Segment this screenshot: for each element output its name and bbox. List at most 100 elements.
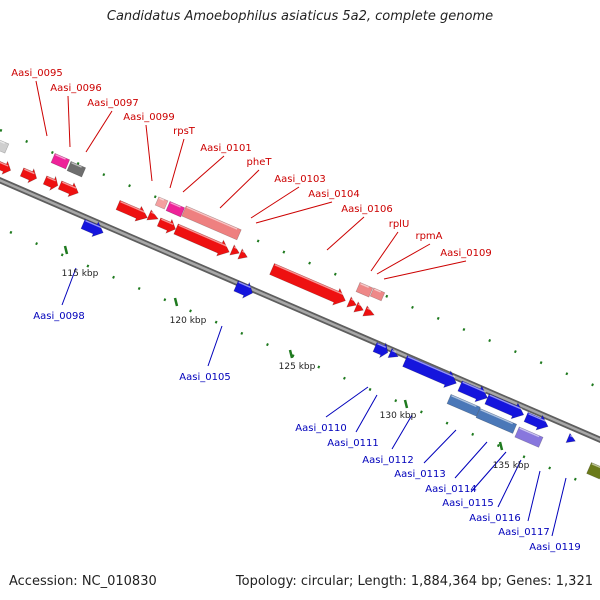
gene-label-reverse: Aasi_0113 (394, 469, 445, 480)
leader-line (61, 267, 77, 306)
leader-line (326, 216, 365, 251)
scale-tick (288, 349, 294, 359)
gene-arrow (457, 380, 488, 403)
scale-tick-label: 120 kbp (170, 316, 207, 326)
gene-label-forward: Aasi_0103 (274, 174, 325, 185)
gene-arrow (233, 280, 253, 299)
gene-arrow (355, 282, 374, 298)
leader-line (85, 110, 113, 153)
leader-line (470, 451, 507, 493)
guide-dots (9, 230, 600, 492)
gene-arrow (229, 244, 240, 256)
gene-arrow (346, 296, 357, 308)
leader-line (551, 477, 567, 537)
gene-label-reverse: Aasi_0116 (469, 513, 520, 524)
gene-arrow (146, 209, 159, 221)
gene-arrow (372, 341, 389, 359)
scale-tick (63, 245, 69, 255)
scale-tick (403, 399, 409, 409)
leader-line (182, 155, 225, 193)
gene-label-forward: rplU (389, 219, 410, 230)
gene-arrow (181, 205, 242, 241)
gene-label-forward: Aasi_0096 (50, 83, 101, 94)
scale-tick-label: 130 kbp (380, 411, 417, 421)
leader-line (207, 325, 223, 367)
gene-arrow (0, 138, 10, 154)
leader-line (391, 414, 413, 450)
gene-arrow (173, 223, 230, 257)
leader-line (169, 138, 185, 189)
gene-arrow (0, 159, 12, 175)
leader-line (454, 441, 488, 479)
gene-arrow (154, 196, 169, 210)
gene-features (0, 138, 600, 480)
gene-arrow (42, 175, 59, 191)
gene-arrow (57, 180, 79, 198)
scale-tick-label: 115 kbp (62, 269, 99, 279)
leader-line (219, 169, 260, 209)
gene-label-reverse: Aasi_0112 (362, 455, 413, 466)
leader-line (355, 394, 378, 433)
gene-label-forward: rpsT (173, 126, 196, 137)
gene-arrow (523, 412, 549, 431)
gene-label-forward: Aasi_0101 (200, 143, 251, 154)
gene-label-forward: rpmA (415, 231, 442, 242)
gene-arrow (237, 248, 248, 260)
leader-line (370, 231, 399, 272)
leader-line (497, 459, 522, 508)
genome-backbone (0, 177, 600, 443)
gene-arrow (19, 167, 38, 184)
gene-label-reverse: Aasi_0117 (498, 527, 549, 538)
gene-label-forward: Aasi_0104 (308, 189, 359, 200)
gene-arrow (115, 200, 148, 222)
leader-line (527, 470, 541, 522)
gene-arrow (484, 393, 525, 420)
leader-line (250, 186, 300, 219)
gene-arrow (362, 305, 375, 317)
gene-arrow (165, 201, 186, 218)
scale-tick (498, 441, 504, 451)
gene-arrow (269, 263, 346, 306)
accession-text: Accession: NC_010830 (9, 574, 157, 589)
gene-label-forward: Aasi_0095 (11, 68, 62, 79)
gene-arrow (402, 355, 457, 389)
gene-label-reverse: Aasi_0119 (529, 542, 580, 553)
gene-arrow (353, 301, 364, 313)
gene-label-reverse: Aasi_0105 (179, 372, 230, 383)
gene-arrow (475, 408, 518, 434)
leader-line (255, 201, 333, 224)
leader-line (145, 124, 153, 182)
gene-label-reverse: Aasi_0111 (327, 438, 378, 449)
gene-label-forward: Aasi_0099 (123, 112, 174, 123)
scale-tick-label: 135 kbp (493, 461, 530, 471)
gene-label-reverse: Aasi_0098 (33, 311, 84, 322)
scale-tick-label: 125 kbp (279, 362, 316, 372)
leader-line (423, 429, 457, 464)
gene-label-forward: Aasi_0109 (440, 248, 491, 259)
gene-arrow (565, 432, 576, 443)
gene-arrow (446, 394, 481, 417)
leader-line (35, 80, 48, 137)
gene-arrow (66, 161, 87, 178)
gene-arrow (369, 287, 386, 302)
gene-arrow (156, 217, 176, 234)
map-title: Candidatus Amoebophilus asiaticus 5a2, c… (106, 9, 494, 24)
gene-arrow (80, 219, 104, 238)
scale-tick (173, 297, 179, 307)
scale-ticks: 115 kbp 120 kbp 125 kbp 130 kbp 135 kbp (62, 245, 530, 471)
label-leader-lines (35, 80, 567, 537)
gene-label-forward: pheT (247, 157, 273, 168)
leader-line (325, 386, 369, 418)
gene-label-reverse: Aasi_0110 (295, 423, 346, 434)
leader-line (383, 260, 467, 280)
gene-arrow (514, 426, 544, 448)
leader-line (376, 243, 431, 275)
gene-label-forward: Aasi_0106 (341, 204, 392, 215)
gene-label-reverse: Aasi_0115 (442, 498, 493, 509)
gene-label-forward: Aasi_0097 (87, 98, 138, 109)
gene-arrow (50, 153, 71, 170)
guide-dots (0, 128, 600, 390)
leader-line (67, 95, 71, 148)
